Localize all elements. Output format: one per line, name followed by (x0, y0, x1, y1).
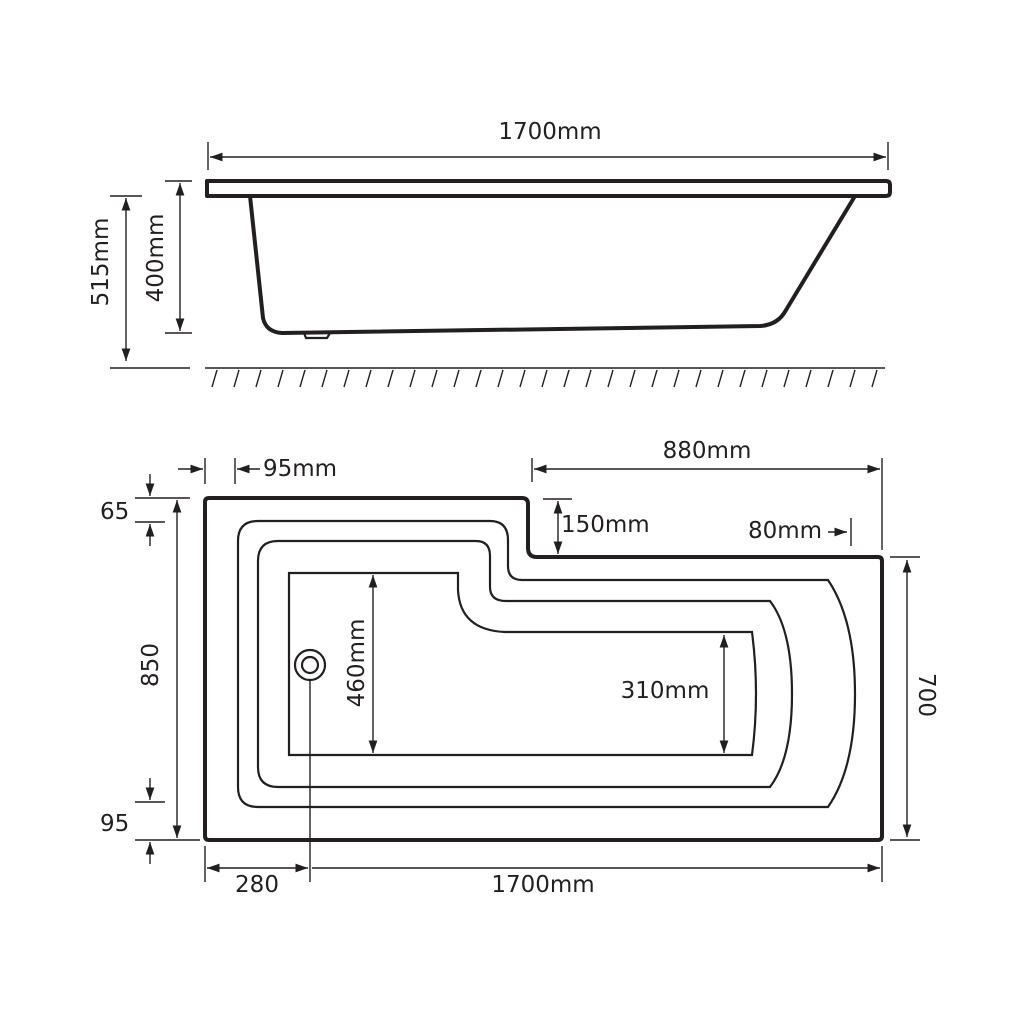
plan-length-label: 1700mm (491, 872, 594, 898)
hatch-mark (563, 369, 570, 388)
hatch-mark (607, 369, 614, 388)
width-label: 850 (138, 643, 164, 687)
hatch-mark (365, 369, 372, 388)
bath-floor-edge (287, 571, 758, 757)
overall-height-label: 515mm (88, 218, 114, 307)
waste-offset-label: 280 (235, 872, 279, 898)
hatch-mark (651, 369, 658, 388)
hatch-mark (761, 369, 768, 388)
rim-bottom-label: 95 (100, 811, 129, 837)
floor-narrow-width-label: 310mm (621, 678, 710, 704)
floor-hatching (211, 369, 878, 388)
hatch-mark (277, 369, 284, 388)
hatch-mark (783, 369, 790, 388)
rim-inner-edge (236, 519, 857, 809)
side-view: 1700mm 515mm 400mm (88, 119, 892, 388)
hatch-mark (233, 369, 240, 388)
hatch-mark (541, 369, 548, 388)
length-label: 1700mm (498, 119, 601, 145)
step-label: 150mm (561, 512, 650, 538)
shower-end-width-label: 880mm (663, 438, 752, 464)
hatch-mark (321, 369, 328, 388)
plan-view: 95mm 880mm 150mm 80mm 65 850 95 460mm (100, 438, 939, 898)
hatch-mark (519, 369, 526, 388)
bath-wall-edge (256, 539, 794, 789)
hatch-mark (475, 369, 482, 388)
depth-label: 400mm (143, 214, 169, 303)
hatch-mark (805, 369, 812, 388)
hatch-mark (409, 369, 416, 388)
hatch-mark (343, 369, 350, 388)
hatch-mark (453, 369, 460, 388)
hatch-mark (827, 369, 834, 388)
waste-outlet-icon (293, 648, 327, 682)
hatch-mark (629, 369, 636, 388)
waste-outlet-side (302, 332, 331, 340)
hatch-mark (211, 369, 218, 388)
narrow-width-label: 700 (913, 673, 939, 717)
hatch-mark (497, 369, 504, 388)
hatch-mark (585, 369, 592, 388)
bath-outline-plan (203, 496, 884, 842)
hatch-mark (849, 369, 856, 388)
bath-body-side (248, 194, 857, 335)
hatch-mark (387, 369, 394, 388)
hatch-mark (255, 369, 262, 388)
hatch-mark (431, 369, 438, 388)
hatch-mark (299, 369, 306, 388)
floor-width-label: 460mm (344, 619, 370, 708)
hatch-mark (739, 369, 746, 388)
rim-top-label: 65 (100, 499, 129, 525)
hatch-mark (673, 369, 680, 388)
hatch-mark (871, 369, 878, 388)
rim-right-label: 80mm (748, 518, 822, 544)
bath-rim-side (205, 179, 892, 198)
hatch-mark (717, 369, 724, 388)
hatch-mark (695, 369, 702, 388)
rim-left-label: 95mm (263, 456, 337, 482)
